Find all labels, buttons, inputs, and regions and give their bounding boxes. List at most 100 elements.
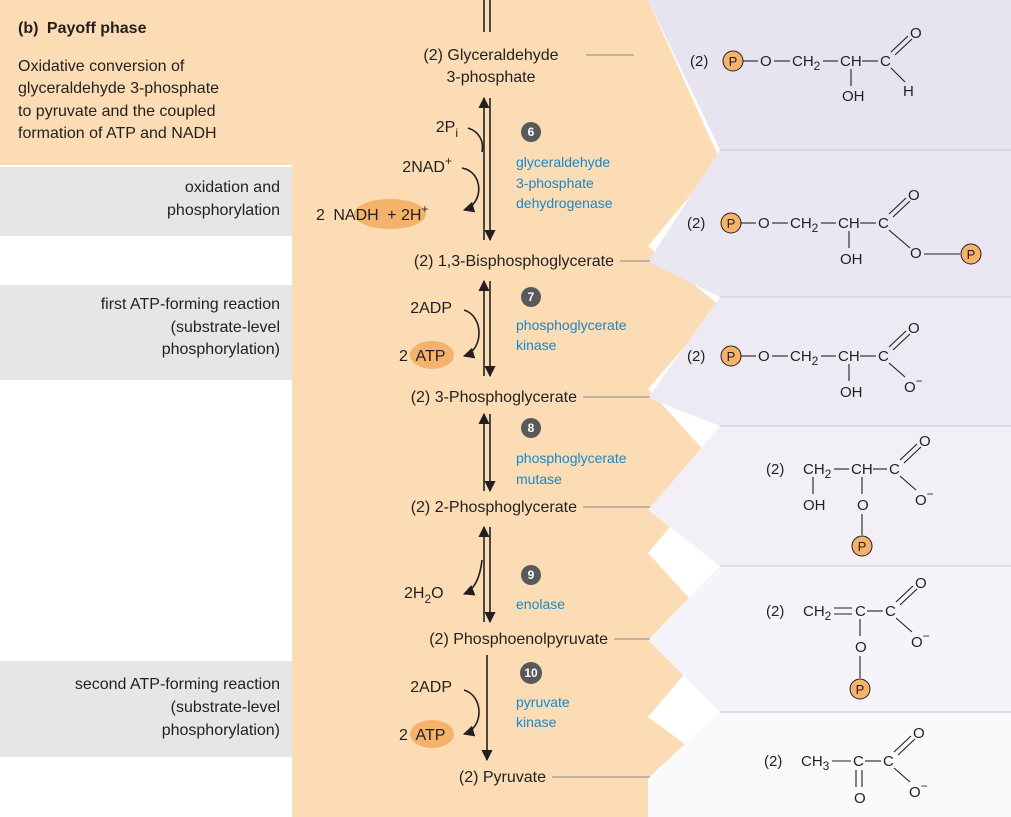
intermediate-3pg: (2) 3-Phosphoglycerate: [411, 389, 577, 406]
svg-text:8: 8: [528, 421, 535, 435]
svg-text:O: O: [910, 25, 922, 42]
svg-text:6: 6: [528, 125, 535, 139]
svg-text:O−: O−: [915, 487, 934, 509]
svg-text:CH2: CH2: [792, 53, 821, 73]
side-box-oxidation: [0, 167, 292, 236]
step-badge: [521, 418, 541, 438]
main-column-bg: [292, 0, 720, 817]
svg-text:C: C: [885, 603, 896, 620]
svg-text:OH: OH: [842, 88, 865, 105]
svg-text:CH2: CH2: [790, 215, 819, 235]
cofactor-adp-1: 2ADP: [410, 300, 452, 317]
cofactor-arrows: [461, 127, 484, 737]
svg-text:O: O: [758, 348, 770, 365]
enzyme-label: enolase: [516, 596, 565, 612]
enzyme-label: 3-phosphate: [516, 175, 594, 191]
side-label-second-atp: (substrate-level: [171, 699, 280, 716]
svg-text:C: C: [855, 603, 866, 620]
svg-text:CH: CH: [838, 348, 860, 365]
step-badge: [521, 287, 541, 307]
step-6: 6 glyceraldehyde 3-phosphate dehydrogena…: [516, 122, 613, 211]
side-label-first-atp: phosphorylation): [162, 341, 280, 358]
step-10: 10 pyruvate kinase: [516, 662, 570, 730]
step-9: 9 enolase: [516, 565, 565, 612]
svg-text:CH2: CH2: [790, 348, 819, 368]
description-line: to pyruvate and the coupled: [18, 103, 215, 120]
nadh-highlight: [354, 199, 426, 229]
svg-text:P: P: [858, 539, 867, 554]
header-panel-bg: [0, 0, 298, 165]
svg-text:O: O: [758, 215, 770, 232]
side-label-first-atp: (substrate-level: [171, 319, 280, 336]
phosphate-icon: [960, 243, 982, 265]
svg-text:CH: CH: [838, 215, 860, 232]
svg-text:P: P: [727, 216, 736, 231]
svg-text:C: C: [878, 348, 889, 365]
enzyme-label: pyruvate: [516, 694, 570, 710]
enzyme-label: phosphoglycerate: [516, 450, 627, 466]
svg-text:C: C: [880, 53, 891, 70]
svg-text:(2): (2): [764, 753, 782, 770]
phosphate-icon: [851, 535, 873, 557]
step-badge: [521, 565, 541, 585]
svg-text:P: P: [727, 349, 736, 364]
enzyme-label: phosphoglycerate: [516, 317, 627, 333]
svg-text:O: O: [855, 639, 867, 656]
enzyme-label: kinase: [516, 714, 557, 730]
svg-text:OH: OH: [803, 497, 826, 514]
side-label-first-atp: first ATP-forming reaction: [101, 296, 280, 313]
cofactor-nadh: 2 NADH + 2H+: [316, 202, 428, 224]
description-line: Oxidative conversion of: [18, 58, 185, 75]
side-box-second-atp: [0, 661, 292, 757]
step-7: 7 phosphoglycerate kinase: [516, 287, 627, 353]
description-line: glyceraldehyde 3-phosphate: [18, 80, 219, 97]
enzyme-label: dehydrogenase: [516, 195, 613, 211]
panel-title: Payoff phase: [47, 20, 147, 37]
cofactor-adp-2: 2ADP: [410, 679, 452, 696]
enzyme-label: kinase: [516, 337, 557, 353]
cofactor-atp-1: 2 ATP: [399, 348, 445, 365]
side-label-oxidation: phosphorylation: [167, 202, 280, 219]
cofactor-h2o: 2H2O: [404, 585, 444, 606]
svg-text:O−: O−: [904, 374, 923, 396]
structure-pyruvate: (2) CH3 C C O O O−: [764, 725, 928, 807]
intermediate-bpg: (2) 1,3-Bisphosphoglycerate: [414, 253, 614, 270]
svg-text:O−: O−: [911, 629, 930, 651]
svg-text:(2): (2): [687, 215, 705, 232]
svg-text:CH: CH: [851, 461, 873, 478]
svg-text:OH: OH: [840, 251, 863, 268]
svg-text:O: O: [854, 790, 866, 807]
svg-text:C: C: [878, 215, 889, 232]
svg-text:CH2: CH2: [803, 461, 832, 481]
atp-highlight-2: [410, 720, 454, 748]
svg-text:C: C: [889, 461, 900, 478]
intermediate-g3p: 3-phosphate: [447, 69, 536, 86]
structure-bpg: (2) P O CH2 CH C OH O O P: [687, 187, 982, 268]
description-line: formation of ATP and NADH: [18, 125, 217, 142]
reaction-arrows: [478, 0, 496, 762]
svg-text:CH: CH: [840, 53, 862, 70]
svg-text:O: O: [857, 497, 869, 514]
intermediate-pyruvate: (2) Pyruvate: [459, 769, 546, 786]
svg-text:P: P: [729, 54, 738, 69]
svg-text:O: O: [910, 245, 922, 262]
step-badge: [520, 662, 542, 684]
svg-text:C: C: [853, 753, 864, 770]
svg-text:9: 9: [528, 568, 535, 582]
svg-text:C: C: [883, 753, 894, 770]
structure-g3p: (2) P O CH2 CH C OH O H: [690, 25, 922, 105]
svg-text:10: 10: [524, 666, 538, 680]
structure-3pg: (2) P O CH2 CH C OH O O−: [687, 320, 923, 401]
intermediate-pep: (2) Phosphoenolpyruvate: [429, 631, 608, 648]
svg-text:O: O: [919, 433, 931, 450]
svg-text:O: O: [913, 725, 925, 742]
svg-text:OH: OH: [840, 384, 863, 401]
svg-text:(2): (2): [690, 53, 708, 70]
svg-text:O: O: [915, 575, 927, 592]
svg-text:O: O: [908, 320, 920, 337]
intermediate-g3p: (2) Glyceraldehyde: [423, 47, 558, 64]
svg-text:H: H: [903, 83, 914, 100]
svg-text:O−: O−: [909, 779, 928, 801]
cofactor-atp-2: 2 ATP: [399, 727, 445, 744]
panel-label: (b): [18, 20, 38, 37]
